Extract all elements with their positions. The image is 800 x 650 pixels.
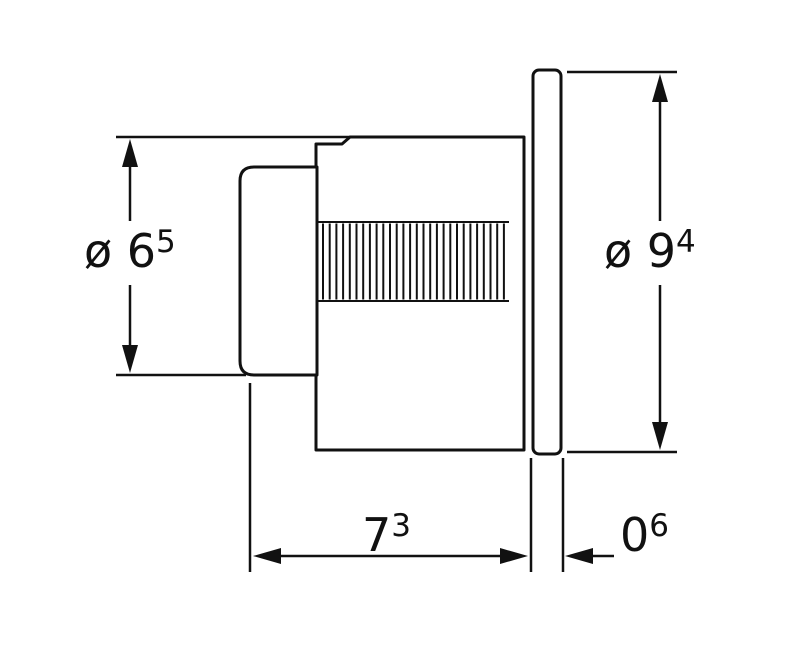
arrow-down-right-icon (652, 422, 668, 450)
dim-label-plate-thickness-base: 0 (620, 508, 649, 562)
ribbed-section-lines (322, 223, 505, 300)
dim-label-depth-sup: 3 (391, 508, 411, 544)
arrow-left-thickness-icon (565, 548, 593, 564)
dim-label-depth: 73 (362, 508, 411, 562)
dimension-depth: 73 (248, 383, 533, 572)
arrow-left-depth-icon (253, 548, 281, 564)
arrow-up-left-icon (122, 139, 138, 167)
arrow-right-depth-icon (500, 548, 528, 564)
dim-label-depth-base: 7 (362, 508, 391, 562)
dimension-plate-thickness: 06 (561, 458, 669, 572)
dim-label-plate-diameter-base: ø 9 (604, 224, 676, 278)
dim-label-plate-diameter: ø 94 (604, 224, 696, 278)
dimension-plate-diameter: ø 94 (567, 70, 696, 454)
dim-label-plate-thickness-sup: 6 (649, 508, 669, 544)
dim-label-plate-diameter-sup: 4 (676, 224, 696, 260)
ribbed-section (318, 221, 509, 302)
dim-label-plate-thickness: 06 (620, 508, 669, 562)
dim-label-button-diameter: ø 65 (84, 224, 176, 278)
arrow-down-left-icon (122, 345, 138, 373)
dimension-button-diameter: ø 65 (84, 135, 352, 377)
dim-label-button-diameter-sup: 5 (156, 224, 176, 260)
arrow-up-right-icon (652, 74, 668, 102)
button-cap (238, 165, 319, 377)
dim-label-button-diameter-base: ø 6 (84, 224, 156, 278)
flange-plate (531, 68, 563, 456)
actuator-body (314, 135, 526, 452)
